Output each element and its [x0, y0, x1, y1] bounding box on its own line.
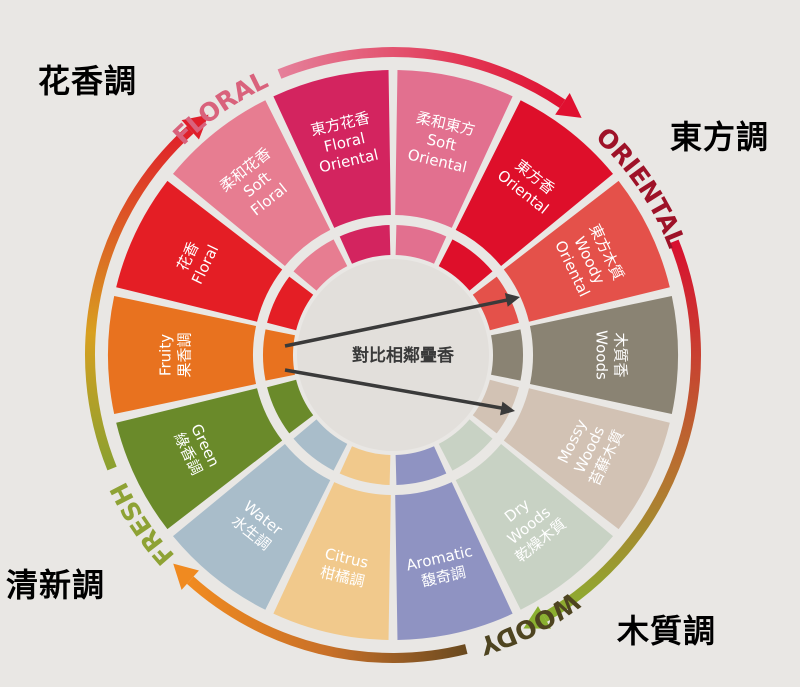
segment-outer-band [455, 443, 614, 610]
pointer-arrowhead-icon [499, 401, 515, 416]
segment-inner-band [438, 419, 493, 471]
segment-outer-band [116, 180, 283, 322]
segment-fruity: Fruity果香調 [108, 295, 295, 415]
segment-outer-band [529, 295, 678, 415]
segment-woody-oriental: 東方木質WoodyOriental [472, 180, 670, 331]
family-zh-woody: 木質調 [617, 612, 717, 650]
segment-inner-band [267, 379, 314, 434]
segment-inner-band [339, 446, 391, 485]
segment-outer-band [116, 388, 283, 530]
segment-inner-band [395, 446, 447, 485]
segment-outer-band [108, 295, 257, 415]
center-label: 對比相鄰疊香 [352, 345, 454, 366]
family-zh-oriental: 東方調 [670, 118, 770, 156]
segment-outer-band [273, 482, 391, 640]
pointer-line [284, 368, 508, 411]
cycle-arc [85, 126, 194, 471]
segment-outer-band [172, 100, 331, 267]
segment-aromatic: Aromatic馥奇調 [395, 446, 513, 640]
segment-inner-band [438, 239, 493, 291]
family-zh-fresh: 清新調 [6, 566, 106, 604]
segment-citrus: Citrus柑橘調 [273, 446, 391, 640]
cycle-arc [186, 576, 468, 663]
segment-outer-band [395, 70, 513, 228]
segment-floral: 花香Floral [116, 180, 314, 331]
segment-floral-oriental: 東方花香FloralOriental [273, 70, 391, 264]
cycle-arc [277, 47, 566, 108]
arrowhead-icon [181, 114, 209, 140]
segment-label: Fruity果香調 [157, 332, 194, 377]
segment-outer-band [503, 388, 670, 530]
segment-label-line: 木質香 [612, 332, 630, 377]
pointer-line [284, 297, 513, 348]
segment-inner-band [491, 329, 524, 381]
segment-outer-band [273, 70, 391, 228]
segment-water: Water水生調 [172, 419, 348, 610]
segment-soft-oriental: 柔和東方SoftOriental [395, 70, 513, 264]
segment-inner-band [263, 329, 295, 381]
segment-inner-band [267, 276, 314, 331]
segment-outer-band [455, 100, 614, 267]
segment-dry-woods: DryWoods乾燥木質 [438, 419, 614, 610]
segment-woods: 木質香Woods [491, 295, 678, 415]
segment-inner-band [395, 225, 447, 264]
arrowhead-icon [555, 93, 582, 118]
cycle-arc [541, 239, 701, 622]
family-zh-floral: 花香調 [38, 62, 138, 100]
segment-label: 木質香Woods [593, 330, 630, 380]
pointer-arrowhead-icon [504, 293, 520, 307]
segment-inner-band [293, 419, 348, 471]
segment-outer-band [503, 180, 670, 322]
segment-oriental: 東方香Oriental [438, 100, 614, 291]
segment-label-line: 果香調 [176, 332, 194, 377]
segment-inner-band [293, 239, 348, 291]
family-cycle-arrows [85, 47, 701, 663]
segment-outer-band [395, 482, 513, 640]
segment-soft-floral: 柔和花香SoftFloral [172, 100, 348, 291]
segment-label-line: Woods [593, 330, 611, 380]
contrast-pointers [284, 293, 520, 416]
segment-inner-band [339, 225, 391, 264]
arrowhead-icon [523, 606, 551, 629]
segment-outer-band [172, 443, 331, 610]
segment-green: Green綠香調 [116, 379, 314, 530]
center-disc [297, 259, 489, 451]
arrowhead-icon [173, 563, 199, 590]
segment-label-line: Fruity [157, 334, 175, 376]
